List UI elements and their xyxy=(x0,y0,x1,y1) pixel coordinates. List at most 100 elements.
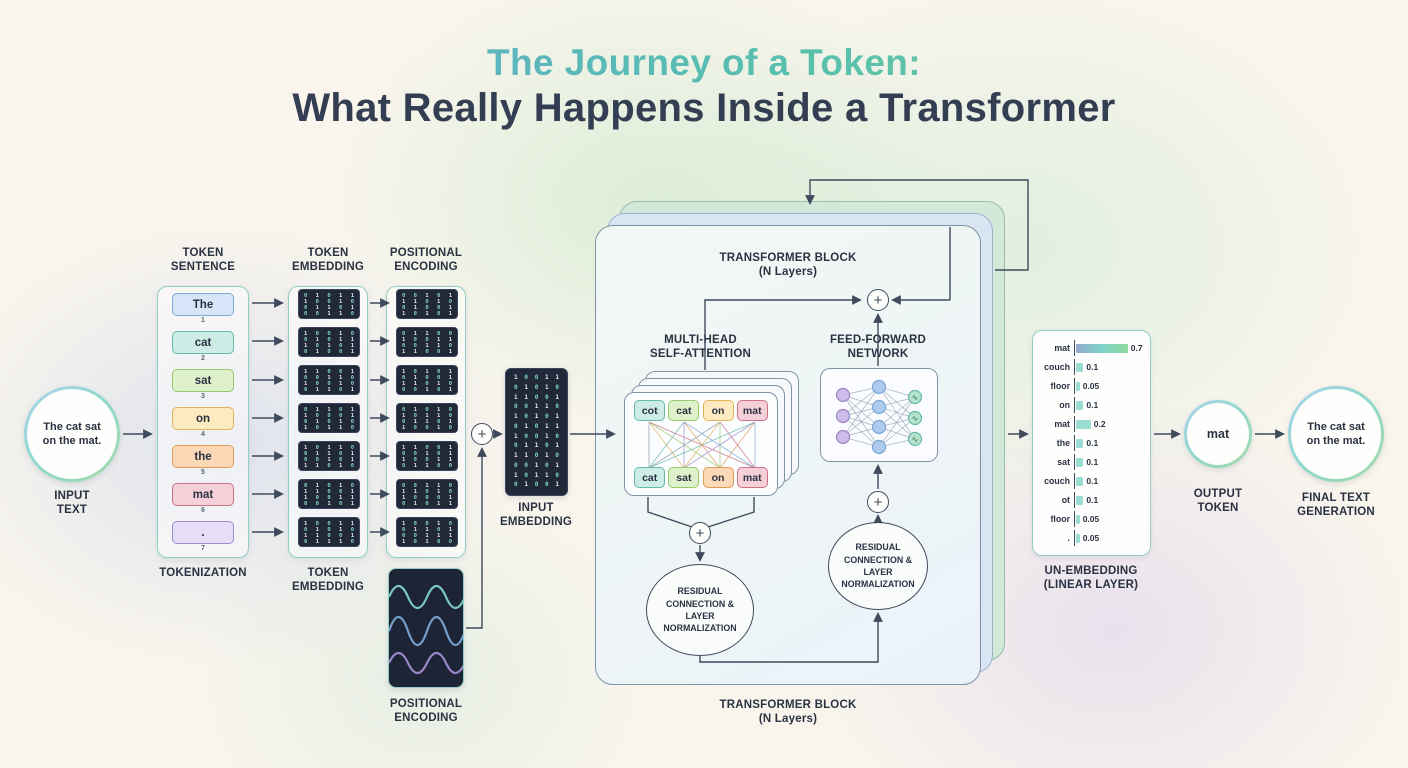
attention-residual-plus-icon: + xyxy=(689,522,711,544)
output-token-label: OUTPUT TOKEN xyxy=(1193,488,1243,515)
probability-value: 0.2 xyxy=(1093,419,1106,429)
probability-bar xyxy=(1076,381,1080,391)
unembedding-axis: 0.05 xyxy=(1074,530,1145,546)
ffn-label: FEED-FORWARD NETWORK xyxy=(829,334,927,361)
unembedding-row: couch 0.1 xyxy=(1037,473,1145,489)
probability-value: 0.1 xyxy=(1086,457,1099,467)
unembedding-token: . xyxy=(1067,533,1070,543)
probability-bar xyxy=(1076,419,1091,429)
unembedding-row: couch 0.1 xyxy=(1037,359,1145,375)
ffn-residual-plus-icon: + xyxy=(867,491,889,513)
tokenization-footer: TOKENIZATION xyxy=(159,567,247,579)
probability-bar xyxy=(1076,438,1084,448)
unembedding-axis: 0.1 xyxy=(1074,454,1145,470)
attention-token: on xyxy=(702,467,734,488)
token-pill: on xyxy=(172,407,234,430)
unembedding-token: mat xyxy=(1054,343,1070,353)
token-id: 7 xyxy=(201,545,205,552)
probability-bar xyxy=(1076,400,1084,410)
token-id: 6 xyxy=(201,507,205,514)
probability-value: 0.1 xyxy=(1086,476,1099,486)
positional-encoding-wave-box xyxy=(388,568,464,688)
probability-bar xyxy=(1076,457,1084,467)
residual-norm-ffn: RESIDUAL CONNECTION & LAYER NORMALIZATIO… xyxy=(828,522,928,610)
probability-bar xyxy=(1076,476,1084,486)
final-text: The cat sat on the mat. xyxy=(1291,389,1381,479)
attention-token: sat xyxy=(668,467,700,488)
token-pill: the xyxy=(172,445,234,468)
transformer-block-header: TRANSFORMER BLOCK (N Layers) xyxy=(719,252,857,279)
probability-value: 0.05 xyxy=(1082,533,1100,543)
unembedding-token: couch xyxy=(1044,362,1070,372)
unembedding-axis: 0.1 xyxy=(1074,473,1145,489)
unembedding-axis: 0.1 xyxy=(1074,492,1145,508)
unembedding-row: mat 0.2 xyxy=(1037,416,1145,432)
probability-value: 0.05 xyxy=(1082,514,1100,524)
token-id: 2 xyxy=(201,355,205,362)
unembedding-axis: 0.1 xyxy=(1074,359,1145,375)
output-token-text: mat xyxy=(1187,403,1249,465)
token-pill: . xyxy=(172,521,234,544)
unembedding-token: mat xyxy=(1054,419,1070,429)
attention-token: cat xyxy=(634,467,666,488)
svg-text:∿: ∿ xyxy=(912,393,919,402)
unembedding-token: sat xyxy=(1057,457,1070,467)
token-pill: The xyxy=(172,293,234,316)
attention-token: cot xyxy=(634,400,666,421)
unembedding-token: couch xyxy=(1044,476,1070,486)
attention-token: on xyxy=(702,400,734,421)
token-embedding-footer: TOKEN EMBEDDING xyxy=(291,567,365,594)
